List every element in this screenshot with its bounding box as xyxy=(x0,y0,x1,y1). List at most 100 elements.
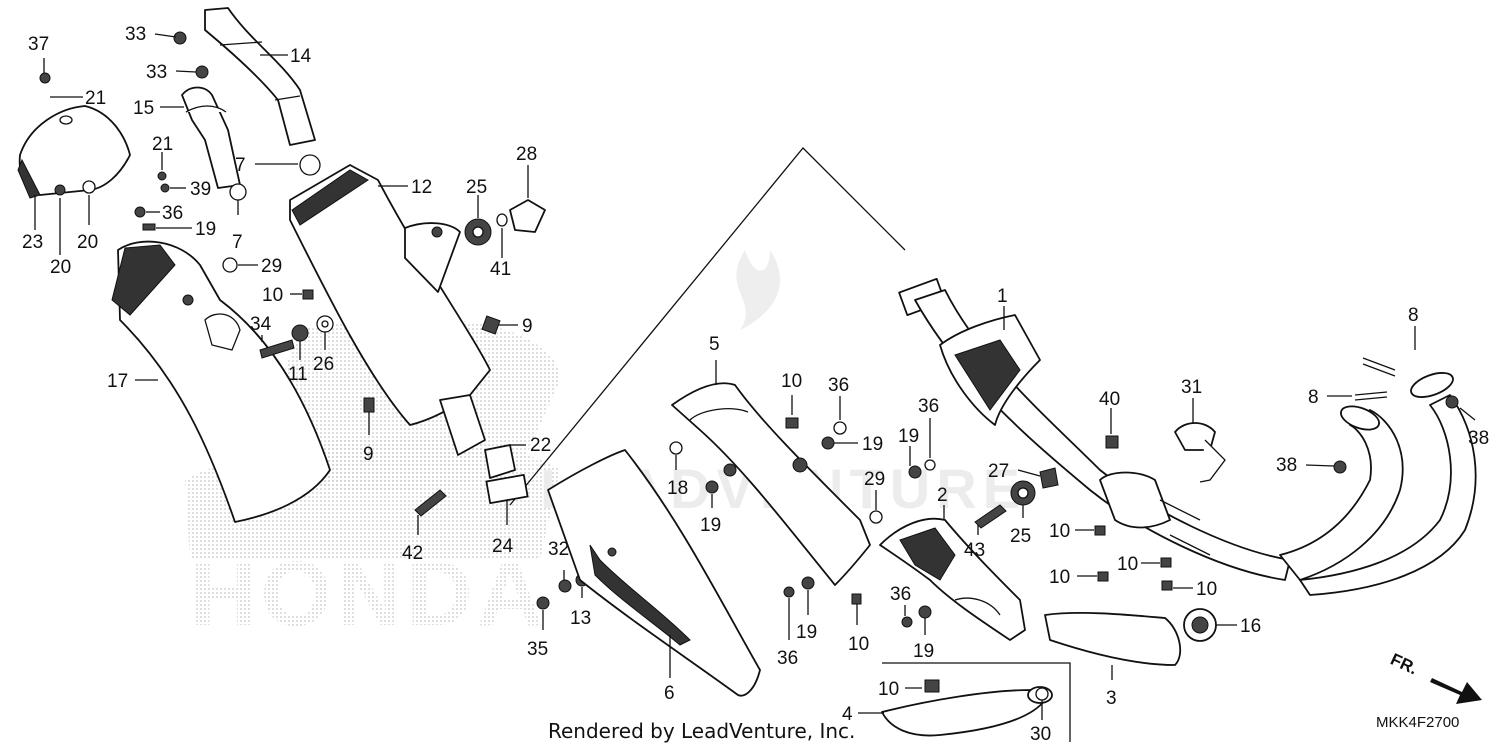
callout-label[interactable]: 2 xyxy=(937,485,948,506)
bracket-5[interactable] xyxy=(671,382,871,586)
nut-10-d[interactable] xyxy=(1094,525,1106,536)
screw-36-e[interactable] xyxy=(901,616,913,628)
callout-label[interactable]: 4 xyxy=(842,704,853,725)
callout-label[interactable]: 7 xyxy=(232,232,243,253)
gasket-30[interactable] xyxy=(1035,687,1049,701)
callout-label[interactable]: 35 xyxy=(527,639,548,660)
callout-label[interactable]: 38 xyxy=(1468,428,1489,449)
screw-37[interactable] xyxy=(39,72,51,84)
callout-label[interactable]: 1 xyxy=(997,286,1008,307)
nut-10-a[interactable] xyxy=(302,289,314,300)
callout-label[interactable]: 36 xyxy=(777,648,798,669)
gasket-8-a[interactable] xyxy=(1362,357,1396,377)
callout-label[interactable]: 10 xyxy=(878,679,899,700)
grommet-19-e[interactable] xyxy=(908,465,922,479)
bolt-27[interactable] xyxy=(1039,467,1059,489)
muffler-12[interactable] xyxy=(289,164,491,456)
callout-label[interactable]: 13 xyxy=(570,608,591,629)
callout-label[interactable]: 17 xyxy=(107,371,128,392)
callout-label[interactable]: 21 xyxy=(152,134,173,155)
callout-label[interactable]: 10 xyxy=(262,285,283,306)
nut-10-e[interactable] xyxy=(1097,571,1109,582)
screw-36-a[interactable] xyxy=(134,206,146,218)
callout-label[interactable]: 23 xyxy=(22,232,43,253)
callout-label[interactable]: 14 xyxy=(290,46,312,67)
exhaust-pipe-1[interactable] xyxy=(898,277,1477,596)
callout-label[interactable]: 29 xyxy=(261,256,282,277)
nut-10-f[interactable] xyxy=(1160,557,1172,568)
bolt-42[interactable] xyxy=(414,489,447,517)
heat-cover-3[interactable] xyxy=(1044,608,1217,666)
gasket-8-b[interactable] xyxy=(1354,391,1388,401)
callout-label[interactable]: 32 xyxy=(548,539,569,560)
callout-label[interactable]: 19 xyxy=(700,515,721,536)
gasket-24[interactable] xyxy=(485,473,529,505)
screw-36-d[interactable] xyxy=(924,459,936,471)
callout-label[interactable]: 9 xyxy=(522,316,533,337)
callout-label[interactable]: 34 xyxy=(250,314,272,335)
grommet-29[interactable] xyxy=(222,257,238,273)
callout-label[interactable]: 10 xyxy=(781,371,802,392)
grommet-19-d[interactable] xyxy=(801,576,815,590)
callout-label[interactable]: 8 xyxy=(1308,387,1319,408)
washer-11[interactable] xyxy=(291,324,309,342)
callout-label[interactable]: 15 xyxy=(133,98,154,119)
nut-38-a[interactable] xyxy=(1333,460,1347,474)
bolt-34[interactable] xyxy=(259,339,295,359)
callout-label[interactable]: 19 xyxy=(913,641,934,662)
screw-36-c[interactable] xyxy=(783,586,795,598)
gasket-7-upper[interactable] xyxy=(299,154,321,176)
callout-label[interactable]: 19 xyxy=(195,219,216,240)
callout-label[interactable]: 19 xyxy=(796,622,817,643)
callout-label[interactable]: 19 xyxy=(898,426,919,447)
callout-label[interactable]: 10 xyxy=(1196,579,1217,600)
clamp-16[interactable] xyxy=(1191,616,1209,634)
screw-35[interactable] xyxy=(536,596,550,610)
callout-label[interactable]: 24 xyxy=(492,536,514,557)
callout-label[interactable]: 10 xyxy=(848,634,869,655)
grommet-19-a[interactable] xyxy=(142,223,156,231)
washer-39[interactable] xyxy=(160,183,170,193)
callout-label[interactable]: 21 xyxy=(85,88,106,109)
callout-label[interactable]: 20 xyxy=(50,257,71,278)
pipe-protector-2[interactable] xyxy=(879,517,1026,641)
collar-41[interactable] xyxy=(496,213,508,227)
callout-label[interactable]: 31 xyxy=(1181,377,1202,398)
callout-label[interactable]: 20 xyxy=(77,232,98,253)
nut-10-c[interactable] xyxy=(851,593,862,605)
callout-label[interactable]: 26 xyxy=(313,354,334,375)
nut-10-b[interactable] xyxy=(785,417,799,429)
callout-label[interactable]: 37 xyxy=(28,34,49,55)
callout-label[interactable]: 36 xyxy=(162,203,183,224)
gasket-7-lower[interactable] xyxy=(229,183,247,201)
nut-38-b[interactable] xyxy=(1445,395,1459,409)
collar-21[interactable] xyxy=(157,171,167,181)
nut-10-g[interactable] xyxy=(1161,580,1173,591)
callout-label[interactable]: 9 xyxy=(363,444,374,465)
callout-label[interactable]: 8 xyxy=(1408,305,1419,326)
callout-label[interactable]: 18 xyxy=(667,478,688,499)
callout-label[interactable]: 11 xyxy=(288,364,308,385)
callout-label[interactable]: 38 xyxy=(1276,455,1297,476)
callout-label[interactable]: 3 xyxy=(1106,688,1117,709)
nut-10-h[interactable] xyxy=(924,679,940,693)
heat-shield-17[interactable] xyxy=(111,240,331,523)
screw-36-b[interactable] xyxy=(833,421,847,435)
callout-label[interactable]: 25 xyxy=(466,177,487,198)
callout-label[interactable]: 36 xyxy=(890,584,911,605)
washer-32[interactable] xyxy=(558,579,572,593)
callout-label[interactable]: 40 xyxy=(1099,389,1120,410)
grommet-9-b[interactable] xyxy=(363,397,375,413)
callout-label[interactable]: 16 xyxy=(1240,616,1261,637)
callout-label[interactable]: 36 xyxy=(828,375,849,396)
callout-label[interactable]: 36 xyxy=(918,396,939,417)
muffler-guard-6[interactable] xyxy=(547,449,761,697)
callout-label[interactable]: 19 xyxy=(862,434,883,455)
callout-label[interactable]: 30 xyxy=(1030,724,1051,745)
clip-28[interactable] xyxy=(509,199,546,233)
callout-label[interactable]: 28 xyxy=(516,144,537,165)
grommet-19-f[interactable] xyxy=(918,605,932,619)
grommet-29-b[interactable] xyxy=(869,510,883,524)
callout-label[interactable]: 33 xyxy=(125,24,146,45)
callout-label[interactable]: 7 xyxy=(235,155,246,176)
